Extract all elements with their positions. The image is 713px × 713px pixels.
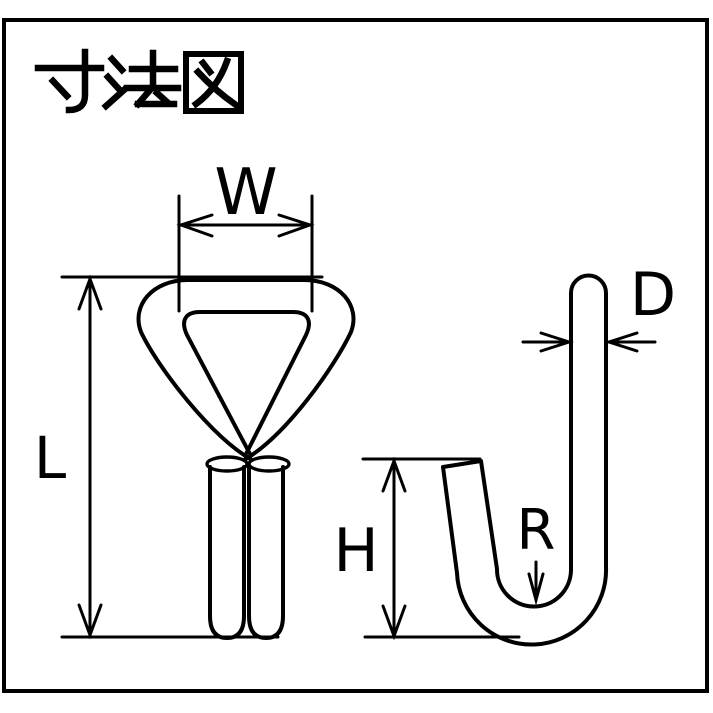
dim-length: L [34,274,324,640]
dim-diameter: D [521,260,676,353]
title-char-sun [34,48,105,114]
title-stroke [48,76,72,101]
title-stroke [101,85,129,111]
leg-right [247,465,285,640]
dim-radius: R [517,498,556,606]
drawing-border [2,18,709,693]
title-stroke [65,48,89,114]
arrowhead-right [277,213,315,238]
title-stroke [107,54,127,75]
wire-collar-right [247,455,291,473]
arrowhead-left [604,331,639,353]
width-label: W [214,156,277,230]
diagram-title [34,48,244,114]
title-char-hou [101,49,182,111]
dim-height: H [333,456,521,641]
title-stroke [198,58,215,77]
loop-outer-contour [136,278,356,462]
leg-left [208,465,246,640]
title-stroke [103,72,123,93]
arrowhead-down [527,572,545,606]
title-stroke [183,51,244,114]
wire-collar-left [205,455,249,473]
title-char-zu [183,51,244,114]
radius-label: R [517,498,556,563]
arrowhead-up [381,456,407,493]
arrowhead-left [176,213,214,238]
dim-width: W [176,156,315,313]
diameter-label: D [630,260,676,330]
front-view-drawing [136,278,356,640]
arrowhead-right [539,331,574,353]
title-stroke [193,67,241,110]
hook-outline [441,273,609,647]
side-view-drawing [441,273,609,647]
height-label: H [333,516,378,586]
loop-inner-contour [182,310,311,456]
arrowhead-down [381,604,407,641]
arrowhead-up [77,274,103,311]
title-stroke [152,88,172,107]
length-label: L [34,424,66,492]
arrowhead-down [77,603,103,640]
